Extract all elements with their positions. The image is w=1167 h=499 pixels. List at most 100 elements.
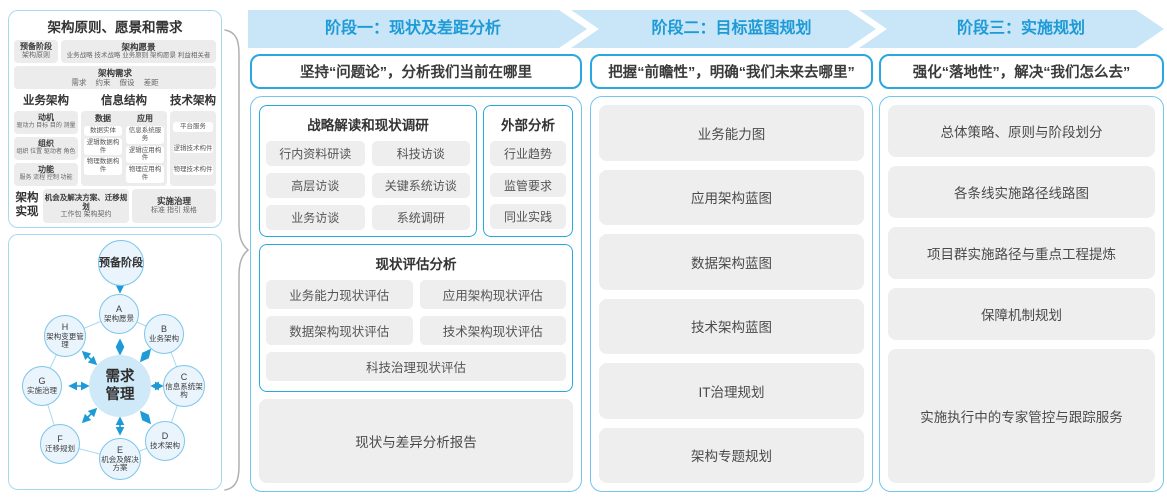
adm-node-d: D 技术架构 <box>145 421 185 461</box>
research-item: 高层访谈 <box>266 173 365 198</box>
opportunities-migration-box: 机会及解决方案、迁移规划 工作包 架构契约 <box>43 188 129 223</box>
data-entity-pill: 数据实体 <box>84 126 122 136</box>
external-analysis-title: 外部分析 <box>501 118 555 133</box>
phase1-header: 阶段一：现状及差距分析 <box>324 20 501 37</box>
research-item: 业务访谈 <box>266 205 365 230</box>
phase2-slogan: 把握“前瞻性”，明确“我们未来去哪里” <box>590 54 873 89</box>
adm-node-c: C 信息系统架构 <box>163 365 205 407</box>
phase2-item: 数据架构蓝图 <box>599 234 864 290</box>
phase3-panel: 总体策略、原则与阶段划分 各条线实施路径线路图 项目群实施路径与重点工程提炼 保… <box>879 96 1164 492</box>
adm-center-label: 需求管理 <box>105 368 135 403</box>
adm-node-b: B 业务架构 <box>144 314 184 354</box>
phase3-item: 各条线实施路径线路图 <box>888 166 1155 218</box>
architecture-vision-box: 架构愿景 业务战略 技术战略 业务原则 架构愿景 利益相关者 <box>61 40 216 64</box>
prep-phase-title: 预备阶段 <box>20 42 52 51</box>
assessment-item: 业务能力现状评估 <box>266 280 413 309</box>
assessment-item: 技术架构现状评估 <box>419 316 566 345</box>
ribbon-band-2 <box>571 10 876 48</box>
information-structure-header: 信息结构 <box>101 95 147 108</box>
phase3-item: 保障机制规划 <box>888 288 1155 340</box>
phase2-item: 业务能力图 <box>599 105 864 161</box>
logical-data-pill: 逻辑数据构件 <box>84 137 122 156</box>
technology-arch-header: 技术架构 <box>170 95 216 108</box>
adm-center-circle: 需求管理 <box>89 355 151 417</box>
logical-tech-pill: 逻辑技术构件 <box>173 143 213 154</box>
research-item: 行内资料研读 <box>266 141 365 166</box>
architecture-requirements-title: 架构需求 <box>97 68 132 79</box>
prep-phase-box: 预备阶段 架构原则 <box>14 40 58 64</box>
phase3-header: 阶段三：实施规划 <box>956 20 1085 37</box>
architecture-realization-label: 架构实现 <box>15 192 39 218</box>
phase2-item: IT治理规划 <box>599 363 864 419</box>
curly-brace-icon <box>224 29 250 491</box>
research-item: 关键系统访谈 <box>371 173 470 198</box>
adm-node-h: H 架构变更管理 <box>44 315 86 357</box>
implementation-governance-title: 实施治理 <box>156 196 191 207</box>
research-box: 战略解读和现状调研 行内资料研读 科技访谈 高层访谈 关键系统访谈 业务访谈 系… <box>259 105 477 237</box>
architecture-requirements-sub: 需求 约束 假设 差距 <box>71 78 159 88</box>
technology-arch-column: 平台服务 逻辑技术构件 物理技术构件 <box>170 111 216 186</box>
adm-prep-circle: 预备阶段 <box>98 240 144 286</box>
motivation-sub: 驱动力 目标 目的 测量 <box>16 122 76 129</box>
logical-app-pill: 逻辑应用构件 <box>126 145 164 164</box>
phase2-item: 应用架构蓝图 <box>599 169 864 225</box>
physical-data-pill: 物理数据构件 <box>84 157 122 176</box>
external-item: 监管要求 <box>490 172 566 198</box>
adm-node-e: E 机会及解决方案 <box>99 438 141 480</box>
phase2-item: 技术架构蓝图 <box>599 298 864 354</box>
adm-cycle-panel: 预备阶段 A 架构愿景 B 业务架构 C 信息系统架构 D 技术架构 E 机会及… <box>8 234 222 490</box>
phase2-item: 架构专题规划 <box>599 427 864 483</box>
application-subcolumn-title: 应用 <box>137 114 153 124</box>
framework-title: 架构原则、愿景和需求 <box>47 20 183 35</box>
phase3-item: 总体策略、原则与阶段划分 <box>888 105 1155 157</box>
phase1-panel: 战略解读和现状调研 行内资料研读 科技访谈 高层访谈 关键系统访谈 业务访谈 系… <box>250 96 582 492</box>
platform-service-pill: 平台服务 <box>173 121 213 132</box>
motivation-box: 动机 驱动力 目标 目的 测量 <box>14 111 78 134</box>
adm-prep-label: 预备阶段 <box>99 256 143 269</box>
phase2-panel: 业务能力图 应用架构蓝图 数据架构蓝图 技术架构蓝图 IT治理规划 架构专题规划 <box>590 96 873 492</box>
organization-box: 组织 组织 位置 驱动者 角色 <box>14 137 78 160</box>
research-item: 系统调研 <box>371 205 470 230</box>
research-item: 科技访谈 <box>371 141 470 166</box>
architecture-vision-title: 架构愿景 <box>121 42 156 52</box>
opportunities-migration-sub: 工作包 架构契约 <box>60 210 112 218</box>
adm-node-a: A 架构愿景 <box>99 294 139 334</box>
assessment-box: 现状评估分析 业务能力现状评估 应用架构现状评估 数据架构现状评估 技术架构现状… <box>259 244 573 392</box>
info-system-service-pill: 信息系统服务 <box>126 126 164 144</box>
phase3-slogan: 强化“落地性”，解决“我们怎么去” <box>879 54 1164 89</box>
adm-node-g: G 实施治理 <box>22 366 62 406</box>
research-title: 战略解读和现状调研 <box>307 118 429 133</box>
data-subcolumn-title: 数据 <box>95 114 111 124</box>
data-subcolumn: 数据 数据实体 逻辑数据构件 物理数据构件 <box>83 112 123 185</box>
gap-analysis-report-box: 现状与差异分析报告 <box>259 399 573 483</box>
external-item: 行业趋势 <box>490 141 566 166</box>
phase3-item: 项目群实施路径与重点工程提炼 <box>888 227 1155 279</box>
external-analysis-box: 外部分析 行业趋势 监管要求 同业实践 <box>483 105 573 237</box>
prep-phase-sub: 架构原则 <box>22 51 50 59</box>
architecture-vision-sub: 业务战略 技术战略 业务原则 架构愿景 利益相关者 <box>66 52 211 60</box>
function-title: 功能 <box>38 164 54 174</box>
assessment-item: 科技治理现状评估 <box>266 352 566 381</box>
organization-title: 组织 <box>38 139 54 148</box>
function-box: 功能 服务 流程 控制 功能 <box>14 162 78 186</box>
function-sub: 服务 流程 控制 功能 <box>19 174 73 181</box>
business-arch-header: 业务架构 <box>23 95 69 108</box>
assessment-title: 现状评估分析 <box>375 257 457 272</box>
assessment-item: 数据架构现状评估 <box>266 316 413 345</box>
organization-sub: 组织 位置 驱动者 角色 <box>16 148 76 155</box>
ribbon-band-3 <box>859 10 1164 48</box>
application-subcolumn: 应用 信息系统服务 逻辑应用构件 物理应用构件 <box>125 112 165 185</box>
adm-node-f: F 迁移规划 <box>40 424 80 464</box>
phase3-item: 实施执行中的专家管控与跟踪服务 <box>888 349 1155 483</box>
business-arch-column: 动机 驱动力 目标 目的 测量 组织 组织 位置 驱动者 角色 功能 服务 流程… <box>14 111 78 186</box>
phase2-header: 阶段二：目标蓝图规划 <box>651 20 812 37</box>
assessment-item: 应用架构现状评估 <box>419 280 566 309</box>
phase-ribbon <box>248 10 1164 48</box>
ribbon-band-1 <box>248 10 587 48</box>
implementation-governance-sub: 标准 指引 规格 <box>151 206 197 214</box>
motivation-title: 动机 <box>38 113 54 123</box>
implementation-governance-box: 实施治理 标准 指引 规格 <box>132 188 216 223</box>
phase1-slogan: 坚持“问题论”，分析我们当前在哪里 <box>250 54 582 89</box>
physical-tech-pill: 物理技术构件 <box>173 165 213 175</box>
